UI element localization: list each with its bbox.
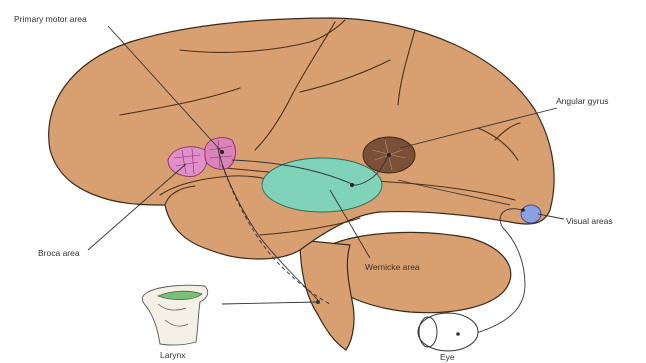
primary-motor-area — [205, 138, 235, 170]
label-larynx: Larynx — [160, 350, 186, 360]
cerebrum — [49, 18, 554, 259]
label-wernicke-area: Wernicke area — [365, 262, 420, 272]
brainstem — [300, 240, 354, 350]
pathway-to-larynx — [222, 302, 318, 304]
label-angular-gyrus: Angular gyrus — [556, 96, 608, 106]
eye-illustration — [418, 313, 478, 351]
wernicke-area — [262, 158, 382, 212]
eye-retina-point — [456, 332, 460, 336]
angular-junction-dot — [387, 153, 391, 157]
label-primary-motor-area: Primary motor area — [14, 14, 87, 24]
larynx-pathway-dot — [316, 300, 320, 304]
wernicke-junction-dot — [350, 183, 354, 187]
visual-junction-dot — [521, 208, 525, 212]
label-visual-areas: Visual areas — [566, 216, 613, 226]
larynx-illustration — [142, 285, 207, 345]
label-broca-area: Broca area — [38, 248, 80, 258]
eye-globe — [418, 313, 478, 351]
label-eye: Eye — [440, 352, 455, 362]
